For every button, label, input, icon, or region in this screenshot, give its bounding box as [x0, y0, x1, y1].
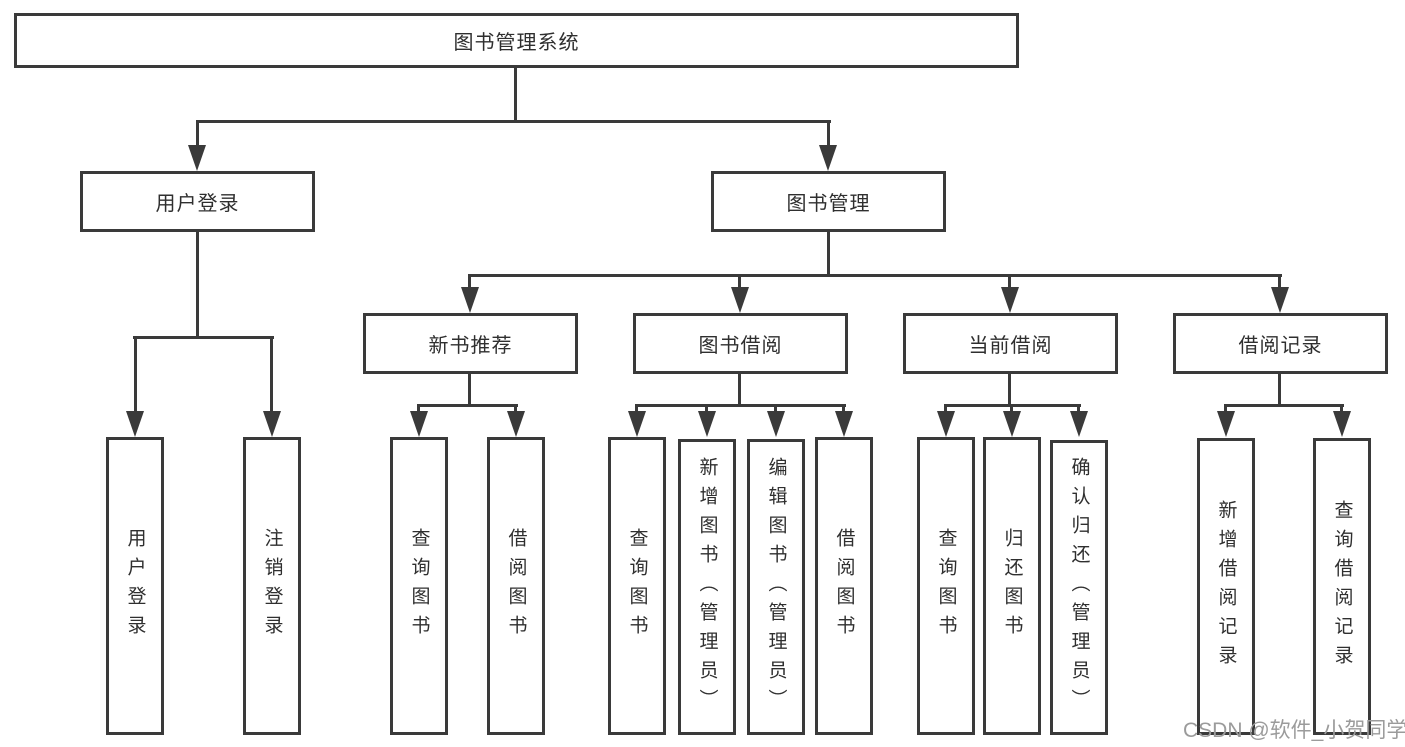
- leaf-edit-book-admin-label: 编辑图书（管理员）: [765, 456, 787, 718]
- node-new-book-recommend: 新书推荐: [363, 313, 578, 374]
- node-user-login-label: 用户登录: [155, 193, 240, 215]
- connector-arrow-stem: [196, 120, 199, 147]
- arrowhead-icon: [731, 287, 749, 313]
- arrowhead-icon: [819, 145, 837, 171]
- connector-root-hline: [196, 120, 831, 123]
- connector-records-hline: [1224, 404, 1344, 407]
- arrowhead-icon: [1070, 411, 1088, 437]
- connector-arrow-stem: [1008, 274, 1011, 289]
- connector-arrow-stem: [1278, 274, 1281, 289]
- arrowhead-icon: [188, 145, 206, 171]
- leaf-query-books-recommend-label: 查询图书: [408, 528, 430, 644]
- connector-arrow-stem: [134, 336, 137, 413]
- node-book-borrowing-label: 图书借阅: [698, 335, 783, 357]
- connector-arrow-stem: [1077, 404, 1080, 413]
- leaf-add-borrow-record-label: 新增借阅记录: [1215, 499, 1237, 674]
- connector-book-borrow-hline: [635, 404, 846, 407]
- connector-arrow-stem: [1224, 404, 1227, 413]
- arrowhead-icon: [410, 411, 428, 437]
- node-root: 图书管理系统: [14, 13, 1019, 68]
- leaf-return-books: 归还图书: [983, 437, 1041, 735]
- leaf-query-books-borrowing-label: 查询图书: [626, 528, 648, 644]
- arrowhead-icon: [1271, 287, 1289, 313]
- arrowhead-icon: [507, 411, 525, 437]
- leaf-query-books-current: 查询图书: [917, 437, 975, 735]
- connector-arrow-stem: [635, 404, 638, 413]
- leaf-return-books-label: 归还图书: [1001, 528, 1023, 644]
- connector-arrow-stem: [1010, 404, 1013, 413]
- leaf-borrow-books-borrowing: 借阅图书: [815, 437, 873, 735]
- node-book-management: 图书管理: [711, 171, 946, 232]
- arrowhead-icon: [937, 411, 955, 437]
- arrowhead-icon: [263, 411, 281, 437]
- connector-arrow-stem: [1340, 404, 1343, 413]
- leaf-user-login-label: 用户登录: [124, 528, 146, 644]
- arrowhead-icon: [126, 411, 144, 437]
- leaf-add-book-admin-label: 新增图书（管理员）: [696, 456, 718, 718]
- leaf-query-books-borrowing: 查询图书: [608, 437, 666, 735]
- arrowhead-icon: [835, 411, 853, 437]
- connector-arrow-stem: [417, 404, 420, 413]
- leaf-borrow-books-borrowing-label: 借阅图书: [833, 528, 855, 644]
- leaf-confirm-return-admin: 确认归还（管理员）: [1050, 440, 1108, 735]
- connector-arrow-stem: [827, 120, 830, 147]
- connector-arrow-stem: [514, 404, 517, 413]
- node-current-borrowing: 当前借阅: [903, 313, 1118, 374]
- connector-records-stem: [1278, 374, 1281, 404]
- leaf-add-borrow-record: 新增借阅记录: [1197, 438, 1255, 735]
- watermark: CSDN @软件_小贺同学: [1183, 719, 1405, 742]
- node-current-borrowing-label: 当前借阅: [968, 335, 1053, 357]
- node-user-login: 用户登录: [80, 171, 315, 232]
- connector-user-login-hline: [133, 336, 274, 339]
- connector-arrow-stem: [944, 404, 947, 413]
- connector-arrow-stem: [468, 274, 471, 289]
- connector-book-borrow-stem: [738, 374, 741, 404]
- connector-book-mgmt-stem: [827, 232, 830, 274]
- connector-new-book-hline: [417, 404, 518, 407]
- arrowhead-icon: [1333, 411, 1351, 437]
- connector-user-login-stem: [196, 232, 199, 336]
- leaf-edit-book-admin: 编辑图书（管理员）: [747, 439, 805, 735]
- node-borrow-records-label: 借阅记录: [1238, 335, 1323, 357]
- connector-arrow-stem: [774, 404, 777, 413]
- node-book-management-label: 图书管理: [786, 193, 871, 215]
- node-root-label: 图书管理系统: [453, 32, 580, 54]
- connector-current-borrow-stem: [1008, 374, 1011, 404]
- connector-new-book-stem: [468, 374, 471, 404]
- leaf-add-book-admin: 新增图书（管理员）: [678, 439, 736, 735]
- node-new-book-recommend-label: 新书推荐: [428, 335, 513, 357]
- leaf-borrow-books-recommend-label: 借阅图书: [505, 528, 527, 644]
- arrowhead-icon: [767, 411, 785, 437]
- arrowhead-icon: [1217, 411, 1235, 437]
- connector-arrow-stem: [842, 404, 845, 413]
- leaf-query-borrow-record-label: 查询借阅记录: [1331, 499, 1353, 674]
- connector-arrow-stem: [270, 336, 273, 413]
- leaf-query-borrow-record: 查询借阅记录: [1313, 438, 1371, 735]
- leaf-borrow-books-recommend: 借阅图书: [487, 437, 545, 735]
- leaf-user-login: 用户登录: [106, 437, 164, 735]
- arrowhead-icon: [698, 411, 716, 437]
- leaf-logout: 注销登录: [243, 437, 301, 735]
- connector-book-mgmt-hline: [468, 274, 1282, 277]
- leaf-logout-label: 注销登录: [261, 528, 283, 644]
- leaf-confirm-return-admin-label: 确认归还（管理员）: [1068, 457, 1090, 718]
- leaf-query-books-recommend: 查询图书: [390, 437, 448, 735]
- connector-arrow-stem: [705, 404, 708, 413]
- arrowhead-icon: [628, 411, 646, 437]
- arrowhead-icon: [461, 287, 479, 313]
- connector-arrow-stem: [738, 274, 741, 289]
- arrowhead-icon: [1001, 287, 1019, 313]
- arrowhead-icon: [1003, 411, 1021, 437]
- connector-root-stem: [514, 68, 517, 120]
- leaf-query-books-current-label: 查询图书: [935, 528, 957, 644]
- node-book-borrowing: 图书借阅: [633, 313, 848, 374]
- node-borrow-records: 借阅记录: [1173, 313, 1388, 374]
